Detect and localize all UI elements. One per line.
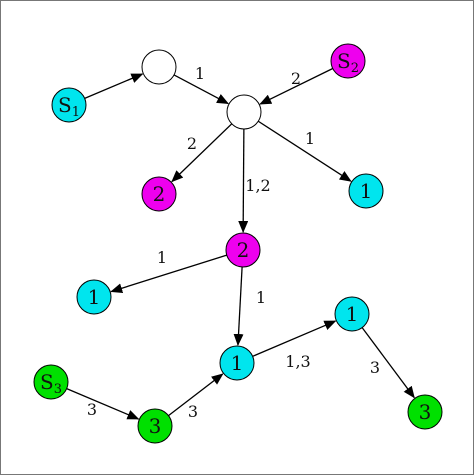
node-sublabel-s3: 3 [54, 382, 62, 397]
edge-labels-layer: 1 2 2 1 1,2 1 1 1,3 3 3 3 [87, 64, 380, 421]
node-m2b: 2 [225, 232, 261, 268]
node-circle-u1 [141, 49, 177, 85]
node-c1b: 1 [76, 279, 112, 315]
edge-label-hub-m2b: 1,2 [245, 176, 270, 195]
node-c1a: 1 [348, 173, 384, 209]
edge-label-m2b-c1b: 1 [157, 248, 167, 267]
node-s1: S1 [51, 87, 87, 123]
edge-c1d-g3b [361, 327, 415, 399]
edge-label-s3-g3a: 3 [87, 400, 97, 419]
node-circle-c1d [334, 296, 370, 332]
node-u1 [141, 49, 177, 85]
edge-hub-m2b [238, 128, 249, 234]
node-label-m2b: 2 [237, 238, 250, 262]
edge-label-hub-m2a: 2 [187, 134, 197, 153]
node-sublabel-s1: 1 [72, 105, 80, 120]
edge-label-c1d-g3b: 3 [370, 358, 380, 377]
node-hub [226, 94, 262, 130]
node-circle-s1 [51, 87, 87, 123]
node-sublabel-s2: 2 [351, 61, 359, 76]
node-circle-hub [226, 94, 262, 130]
node-label-g3a: 3 [149, 414, 162, 438]
node-c1c: 1 [219, 345, 255, 381]
node-circle-s2 [330, 43, 366, 79]
node-s2: S2 [330, 43, 366, 79]
edge-label-u1-hub: 1 [195, 64, 205, 83]
edge-label-g3a-c1c: 3 [188, 402, 198, 421]
node-circle-s3 [33, 364, 69, 400]
edge-label-hub-c1a: 1 [305, 129, 315, 148]
node-g3a: 3 [137, 408, 173, 444]
edge-s1-u1 [84, 73, 144, 99]
node-circle-g3a [137, 408, 173, 444]
edge-c1c-c1d [252, 320, 337, 357]
edge-hub-c1a [257, 120, 352, 182]
node-circle-g3b [407, 394, 443, 430]
edges-layer [66, 67, 415, 420]
edge-label-c1c-c1d: 1,3 [285, 352, 310, 371]
node-label-g3b: 3 [419, 400, 432, 424]
node-circle-m2b [225, 232, 261, 268]
edge-s2-hub [259, 67, 334, 105]
node-label-c1d: 1 [346, 302, 359, 326]
edge-g3a-c1c [168, 373, 224, 417]
node-circle-c1a [348, 173, 384, 209]
node-c1d: 1 [334, 296, 370, 332]
edge-m2b-c1b [110, 254, 227, 294]
node-circle-m2a [141, 176, 177, 212]
edge-s3-g3a [66, 388, 140, 420]
edge-m2b-c1c [233, 266, 244, 347]
node-m2a: 2 [141, 176, 177, 212]
edge-label-s2-hub: 2 [291, 69, 301, 88]
edge-u1-hub [173, 74, 229, 105]
node-label-c1c: 1 [231, 351, 244, 375]
node-circle-c1c [219, 345, 255, 381]
node-s3: S3 [33, 364, 69, 400]
node-label-m2a: 2 [153, 182, 166, 206]
node-label-c1b: 1 [88, 285, 101, 309]
node-label-c1a: 1 [360, 179, 373, 203]
edge-hub-m2a [171, 123, 233, 183]
node-circle-c1b [76, 279, 112, 315]
edge-label-m2b-c1c: 1 [256, 288, 266, 307]
node-g3b: 3 [407, 394, 443, 430]
